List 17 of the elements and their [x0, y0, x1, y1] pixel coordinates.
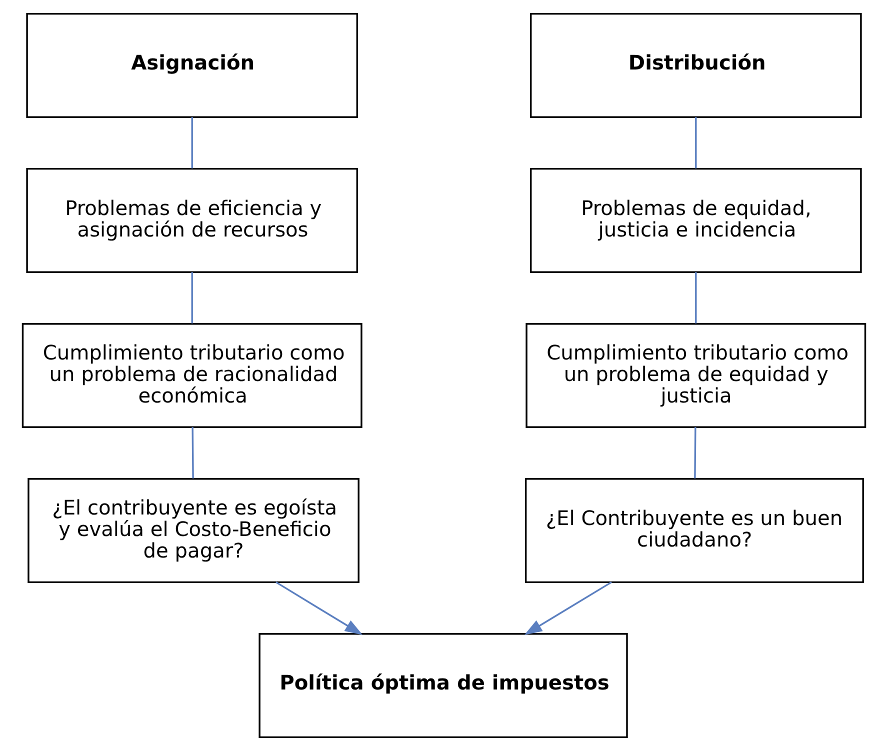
- node-box: Asignación: [26, 12, 358, 118]
- arrow: [524, 581, 612, 635]
- connector: [190, 272, 192, 324]
- node-box: ¿El Contribuyente es un buen ciudadano?: [524, 478, 864, 584]
- connector: [694, 427, 696, 478]
- node-box: Distribución: [529, 12, 862, 118]
- node-box: ¿El contribuyente es egoísta y evalúa el Costo-Beneficio de pagar?: [27, 478, 359, 584]
- connector: [694, 272, 696, 324]
- node-box: Problemas de eficiencia y asignación de recursos: [26, 168, 358, 274]
- node-box: Política óptima de impuestos: [258, 633, 628, 738]
- arrow: [275, 581, 362, 635]
- node-box: Problemas de equidad, justicia e incidencia: [529, 168, 862, 274]
- connector: [694, 117, 696, 168]
- connector: [190, 117, 192, 168]
- node-box: Cumplimiento tributario como un problema de racionalidad económica: [21, 322, 362, 428]
- node-box: Cumplimiento tributario como un problema de equidad y justicia: [525, 322, 866, 428]
- connector: [191, 427, 194, 478]
